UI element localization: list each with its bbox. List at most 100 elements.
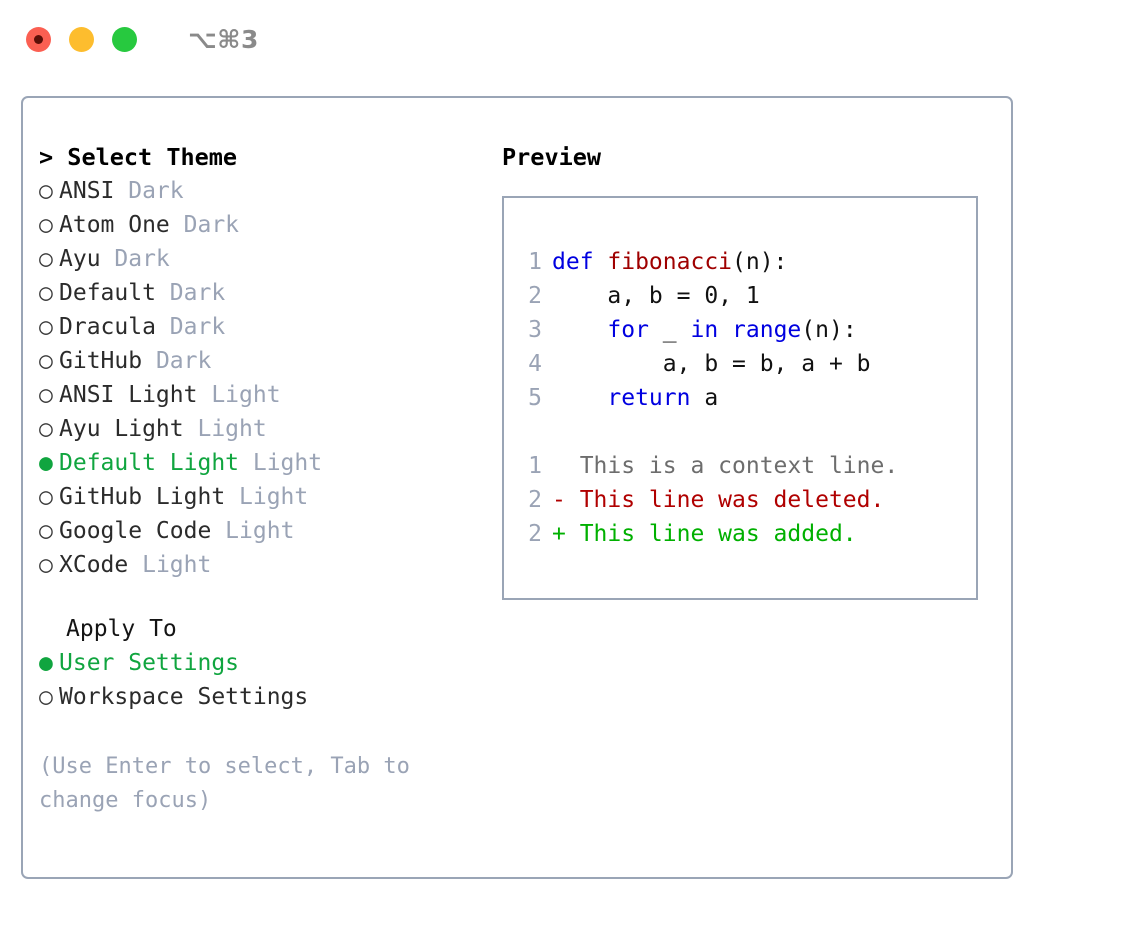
- diff-sample: 1 This is a context line. 2 - This line wa…: [518, 449, 970, 551]
- theme-list-item[interactable]: ○Ayu Dark: [39, 242, 479, 276]
- theme-variant-badge: Dark: [100, 246, 170, 272]
- code-token: a: [690, 385, 719, 411]
- theme-list-item[interactable]: ○ANSI Light Light: [39, 378, 479, 412]
- maximize-button[interactable]: [112, 26, 137, 52]
- window-titlebar: ⌥⌘3: [0, 0, 1140, 78]
- diff-text-del: - This line was deleted.: [552, 487, 885, 513]
- main-panel: > Select Theme ○ANSI Dark○Atom One Dark○…: [21, 96, 1013, 879]
- preview-header: Preview: [502, 143, 602, 171]
- theme-list-item[interactable]: ○GitHub Dark: [39, 344, 479, 378]
- theme-list-item[interactable]: ○ANSI Dark: [39, 174, 479, 208]
- theme-name: ANSI Light: [59, 382, 198, 408]
- code-token: (n):: [801, 317, 857, 343]
- apply-to-label: User Settings: [59, 650, 240, 676]
- radio-unselected-icon[interactable]: ○: [39, 178, 53, 204]
- theme-list-item[interactable]: ○Ayu Light Light: [39, 412, 479, 446]
- line-number: 4: [528, 351, 542, 377]
- line-number: 1: [528, 249, 542, 275]
- line-number: 2: [528, 521, 542, 547]
- code-token: fibonacci: [607, 249, 733, 275]
- theme-list[interactable]: ○ANSI Dark○Atom One Dark○Ayu Dark○Defaul…: [39, 174, 479, 582]
- code-token: (n):: [732, 249, 788, 275]
- code-token: [552, 385, 607, 411]
- radio-selected-icon[interactable]: ●: [39, 450, 53, 476]
- radio-unselected-icon[interactable]: ○: [39, 314, 53, 340]
- theme-name: Default Light: [59, 450, 240, 476]
- code-token: [552, 317, 607, 343]
- radio-unselected-icon[interactable]: ○: [39, 212, 53, 238]
- line-number: 3: [528, 317, 542, 343]
- radio-unselected-icon[interactable]: ○: [39, 552, 53, 578]
- apply-to-item[interactable]: ○Workspace Settings: [39, 680, 479, 714]
- minimize-button[interactable]: [69, 26, 94, 52]
- line-number: 2: [528, 283, 542, 309]
- code-line: 5 return a: [518, 381, 970, 415]
- theme-name: Default: [59, 280, 156, 306]
- code-line: 4 a, b = b, a + b: [518, 347, 970, 381]
- theme-variant-badge: Light: [225, 484, 309, 510]
- code-token: a, b = 0, 1: [552, 283, 760, 309]
- code-line: 2 a, b = 0, 1: [518, 279, 970, 313]
- line-number: 2: [528, 487, 542, 513]
- radio-unselected-icon[interactable]: ○: [39, 246, 53, 272]
- radio-unselected-icon[interactable]: ○: [39, 280, 53, 306]
- code-token: range: [732, 317, 802, 343]
- code-token: for: [607, 317, 649, 343]
- diff-line: 2 - This line was deleted.: [518, 483, 970, 517]
- radio-unselected-icon[interactable]: ○: [39, 416, 53, 442]
- theme-variant-badge: Light: [239, 450, 323, 476]
- diff-line: 2+ This line was added.: [518, 517, 970, 551]
- radio-unselected-icon[interactable]: ○: [39, 684, 53, 710]
- code-token: _: [648, 317, 691, 343]
- line-number: 1: [528, 453, 542, 479]
- apply-to-item[interactable]: ●User Settings: [39, 646, 479, 680]
- theme-variant-badge: Dark: [169, 212, 240, 238]
- radio-selected-icon[interactable]: ●: [39, 650, 53, 676]
- theme-name: GitHub Light: [59, 484, 226, 510]
- theme-list-item[interactable]: ●Default Light Light: [39, 446, 479, 480]
- code-token: [718, 317, 732, 343]
- radio-unselected-icon[interactable]: ○: [39, 348, 53, 374]
- theme-name: Ayu: [59, 246, 101, 272]
- theme-name: GitHub: [59, 348, 143, 374]
- theme-variant-badge: Dark: [142, 348, 212, 374]
- radio-unselected-icon[interactable]: ○: [39, 484, 53, 510]
- hint-line-2: change focus): [39, 788, 212, 813]
- apply-to-header: Apply To: [66, 616, 177, 642]
- theme-variant-badge: Dark: [114, 178, 184, 204]
- theme-list-item[interactable]: ○Dracula Dark: [39, 310, 479, 344]
- code-token: return: [607, 385, 691, 411]
- theme-list-item[interactable]: ○Atom One Dark: [39, 208, 479, 242]
- close-button[interactable]: [26, 26, 51, 52]
- apply-to-list[interactable]: ●User Settings○Workspace Settings: [39, 646, 479, 714]
- code-line: 3 for _ in range(n):: [518, 313, 970, 347]
- radio-unselected-icon[interactable]: ○: [39, 382, 53, 408]
- theme-name: Google Code: [59, 518, 212, 544]
- hint-line-1: (Use Enter to select, Tab to: [39, 754, 410, 779]
- theme-variant-badge: Light: [197, 382, 281, 408]
- theme-variant-badge: Light: [211, 518, 295, 544]
- theme-list-item[interactable]: ○GitHub Light Light: [39, 480, 479, 514]
- code-token: in: [690, 317, 719, 343]
- theme-name: XCode: [59, 552, 129, 578]
- theme-picker-column: > Select Theme ○ANSI Dark○Atom One Dark○…: [39, 140, 479, 818]
- select-theme-header: > Select Theme: [39, 143, 238, 171]
- theme-variant-badge: Dark: [155, 314, 226, 340]
- theme-list-item[interactable]: ○Google Code Light: [39, 514, 479, 548]
- theme-list-item[interactable]: ○Default Dark: [39, 276, 479, 310]
- code-spacer: [518, 415, 970, 449]
- line-number: 5: [528, 385, 542, 411]
- theme-name: Ayu Light: [59, 416, 184, 442]
- apply-to-label: Workspace Settings: [59, 684, 309, 710]
- code-token: a, b = b, a + b: [552, 351, 871, 377]
- theme-list-item[interactable]: ○XCode Light: [39, 548, 479, 582]
- diff-text-ctx: This is a context line.: [552, 453, 899, 479]
- diff-line: 1 This is a context line.: [518, 449, 970, 483]
- theme-variant-badge: Light: [128, 552, 212, 578]
- radio-unselected-icon[interactable]: ○: [39, 518, 53, 544]
